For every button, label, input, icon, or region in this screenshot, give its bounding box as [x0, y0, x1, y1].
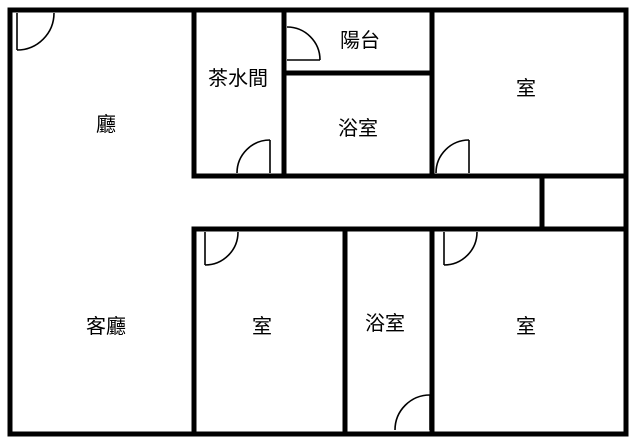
- room-label-pantry: 茶水間: [208, 66, 268, 90]
- door-upper-right-room: [435, 139, 470, 174]
- room-label-bathroom-upper: 浴室: [338, 116, 378, 140]
- room-label-balcony: 陽台: [340, 28, 380, 52]
- doors: [16, 12, 478, 431]
- room-label-hall: 廳: [96, 112, 116, 136]
- room-label-room-lower-middle: 室: [252, 314, 272, 338]
- outer-wall: [7, 7, 629, 437]
- door-balcony: [286, 26, 321, 61]
- room-labels: 廳 客廳 茶水間 陽台 浴室 室 室 浴室 室: [86, 28, 536, 338]
- room-label-bathroom-lower: 浴室: [365, 311, 405, 335]
- room-label-room-upper-right: 室: [516, 76, 536, 100]
- door-lower-middle-room: [204, 231, 239, 266]
- door-lower-right-room: [443, 231, 478, 266]
- door-lower-bathroom: [394, 394, 431, 431]
- room-label-living-room: 客廳: [86, 314, 126, 338]
- room-label-room-lower-right: 室: [516, 314, 536, 338]
- door-entrance: [16, 12, 55, 51]
- door-pantry: [236, 139, 271, 174]
- walls: [7, 7, 629, 437]
